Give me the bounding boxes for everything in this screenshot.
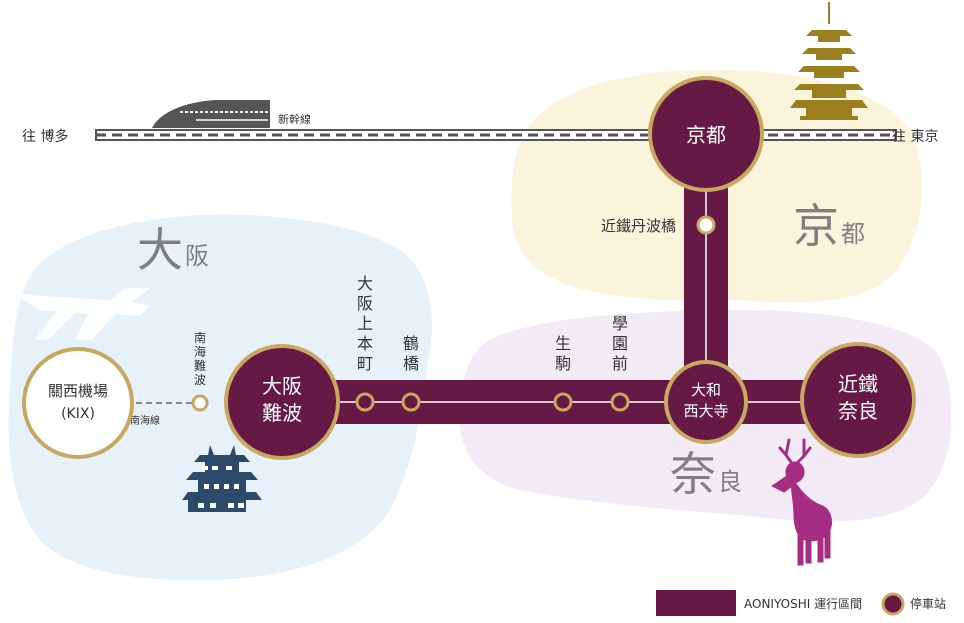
svg-text:阪: 阪 xyxy=(357,294,373,313)
station-kintetsu-nara-label-2: 奈良 xyxy=(838,399,878,423)
stop-tsuruhashi[interactable] xyxy=(401,392,421,412)
station-osaka-namba-label-1: 大阪 xyxy=(262,374,302,398)
pagoda-icon xyxy=(790,2,868,120)
svg-text:南: 南 xyxy=(194,330,206,345)
svg-text:前: 前 xyxy=(612,354,628,373)
region-label-nara-small: 良 xyxy=(718,468,742,496)
svg-text:園: 園 xyxy=(612,334,628,353)
stop-tambabashi[interactable] xyxy=(696,215,716,235)
svg-text:駒: 駒 xyxy=(555,354,571,373)
shinkansen-track xyxy=(95,129,897,141)
legend-stop-label: 停車站 xyxy=(910,596,946,611)
legend-stop-swatch xyxy=(881,592,905,616)
shinkansen-train-icon xyxy=(152,100,270,128)
station-yamato-label-2: 西大寺 xyxy=(683,402,728,420)
svg-text:本: 本 xyxy=(357,334,373,353)
svg-text:町: 町 xyxy=(357,354,373,373)
station-yamato-saidaiji[interactable]: 大和 西大寺 xyxy=(664,360,748,444)
legend-line-swatch xyxy=(656,590,736,616)
svg-text:大: 大 xyxy=(357,274,373,293)
stop-nankai-namba[interactable] xyxy=(191,394,209,412)
region-label-kyoto-big: 京 xyxy=(793,199,839,253)
station-kix-label-1: 關西機場 xyxy=(48,382,108,400)
legend-line-label: AONIYOSHI 運行區間 xyxy=(744,597,862,611)
nankai-line-label: 南海線 xyxy=(130,414,160,427)
station-kix[interactable]: 關西機場 (KIX) xyxy=(22,347,134,459)
region-label-nara-big: 奈 xyxy=(670,447,716,501)
svg-text:難: 難 xyxy=(194,358,206,373)
stop-gakuenmae[interactable] xyxy=(610,392,630,412)
destination-west-label: 往 博多 xyxy=(22,128,68,145)
station-osaka-namba[interactable]: 大阪 難波 xyxy=(224,344,340,460)
station-kyoto[interactable]: 京都 xyxy=(648,76,764,192)
stop-gakuenmae-label: 學 園 前 xyxy=(612,314,628,373)
station-osaka-namba-label-2: 難波 xyxy=(262,401,302,425)
deer-icon xyxy=(771,438,833,566)
osaka-castle-icon xyxy=(182,445,262,512)
station-kintetsu-nara[interactable]: 近鐵 奈良 xyxy=(800,342,916,458)
region-label-osaka-big: 大 xyxy=(137,223,183,277)
station-kyoto-label: 京都 xyxy=(686,123,726,147)
svg-text:波: 波 xyxy=(194,373,206,387)
stop-ikoma[interactable] xyxy=(553,392,573,412)
legend: AONIYOSHI 運行區間 停車站 xyxy=(656,590,946,616)
station-yamato-label-1: 大和 xyxy=(691,381,721,399)
svg-text:海: 海 xyxy=(194,344,206,359)
shinkansen-label: 新幹線 xyxy=(278,112,311,126)
svg-text:生: 生 xyxy=(555,334,571,353)
region-label-osaka-small: 阪 xyxy=(185,242,209,270)
destination-east-label: 往 東京 xyxy=(892,129,938,145)
svg-text:鶴: 鶴 xyxy=(403,334,419,353)
airplane-icon xyxy=(10,288,150,340)
svg-text:上: 上 xyxy=(357,314,373,333)
svg-text:學: 學 xyxy=(612,314,628,333)
stop-tambabashi-label: 近鐵丹波橋 xyxy=(601,217,676,235)
stop-uehommachi[interactable] xyxy=(355,392,375,412)
stop-uehommachi-label: 大 阪 上 本 町 xyxy=(357,274,373,373)
stop-nankai-namba-label: 南 海 難 波 xyxy=(194,330,206,387)
station-kintetsu-nara-label-1: 近鐵 xyxy=(838,372,878,396)
region-label-kyoto-small: 都 xyxy=(841,220,865,248)
stop-tsuruhashi-label: 鶴 橋 xyxy=(403,334,419,373)
svg-text:橋: 橋 xyxy=(403,354,419,373)
station-kix-label-2: (KIX) xyxy=(61,406,95,422)
stop-ikoma-label: 生 駒 xyxy=(555,334,571,373)
